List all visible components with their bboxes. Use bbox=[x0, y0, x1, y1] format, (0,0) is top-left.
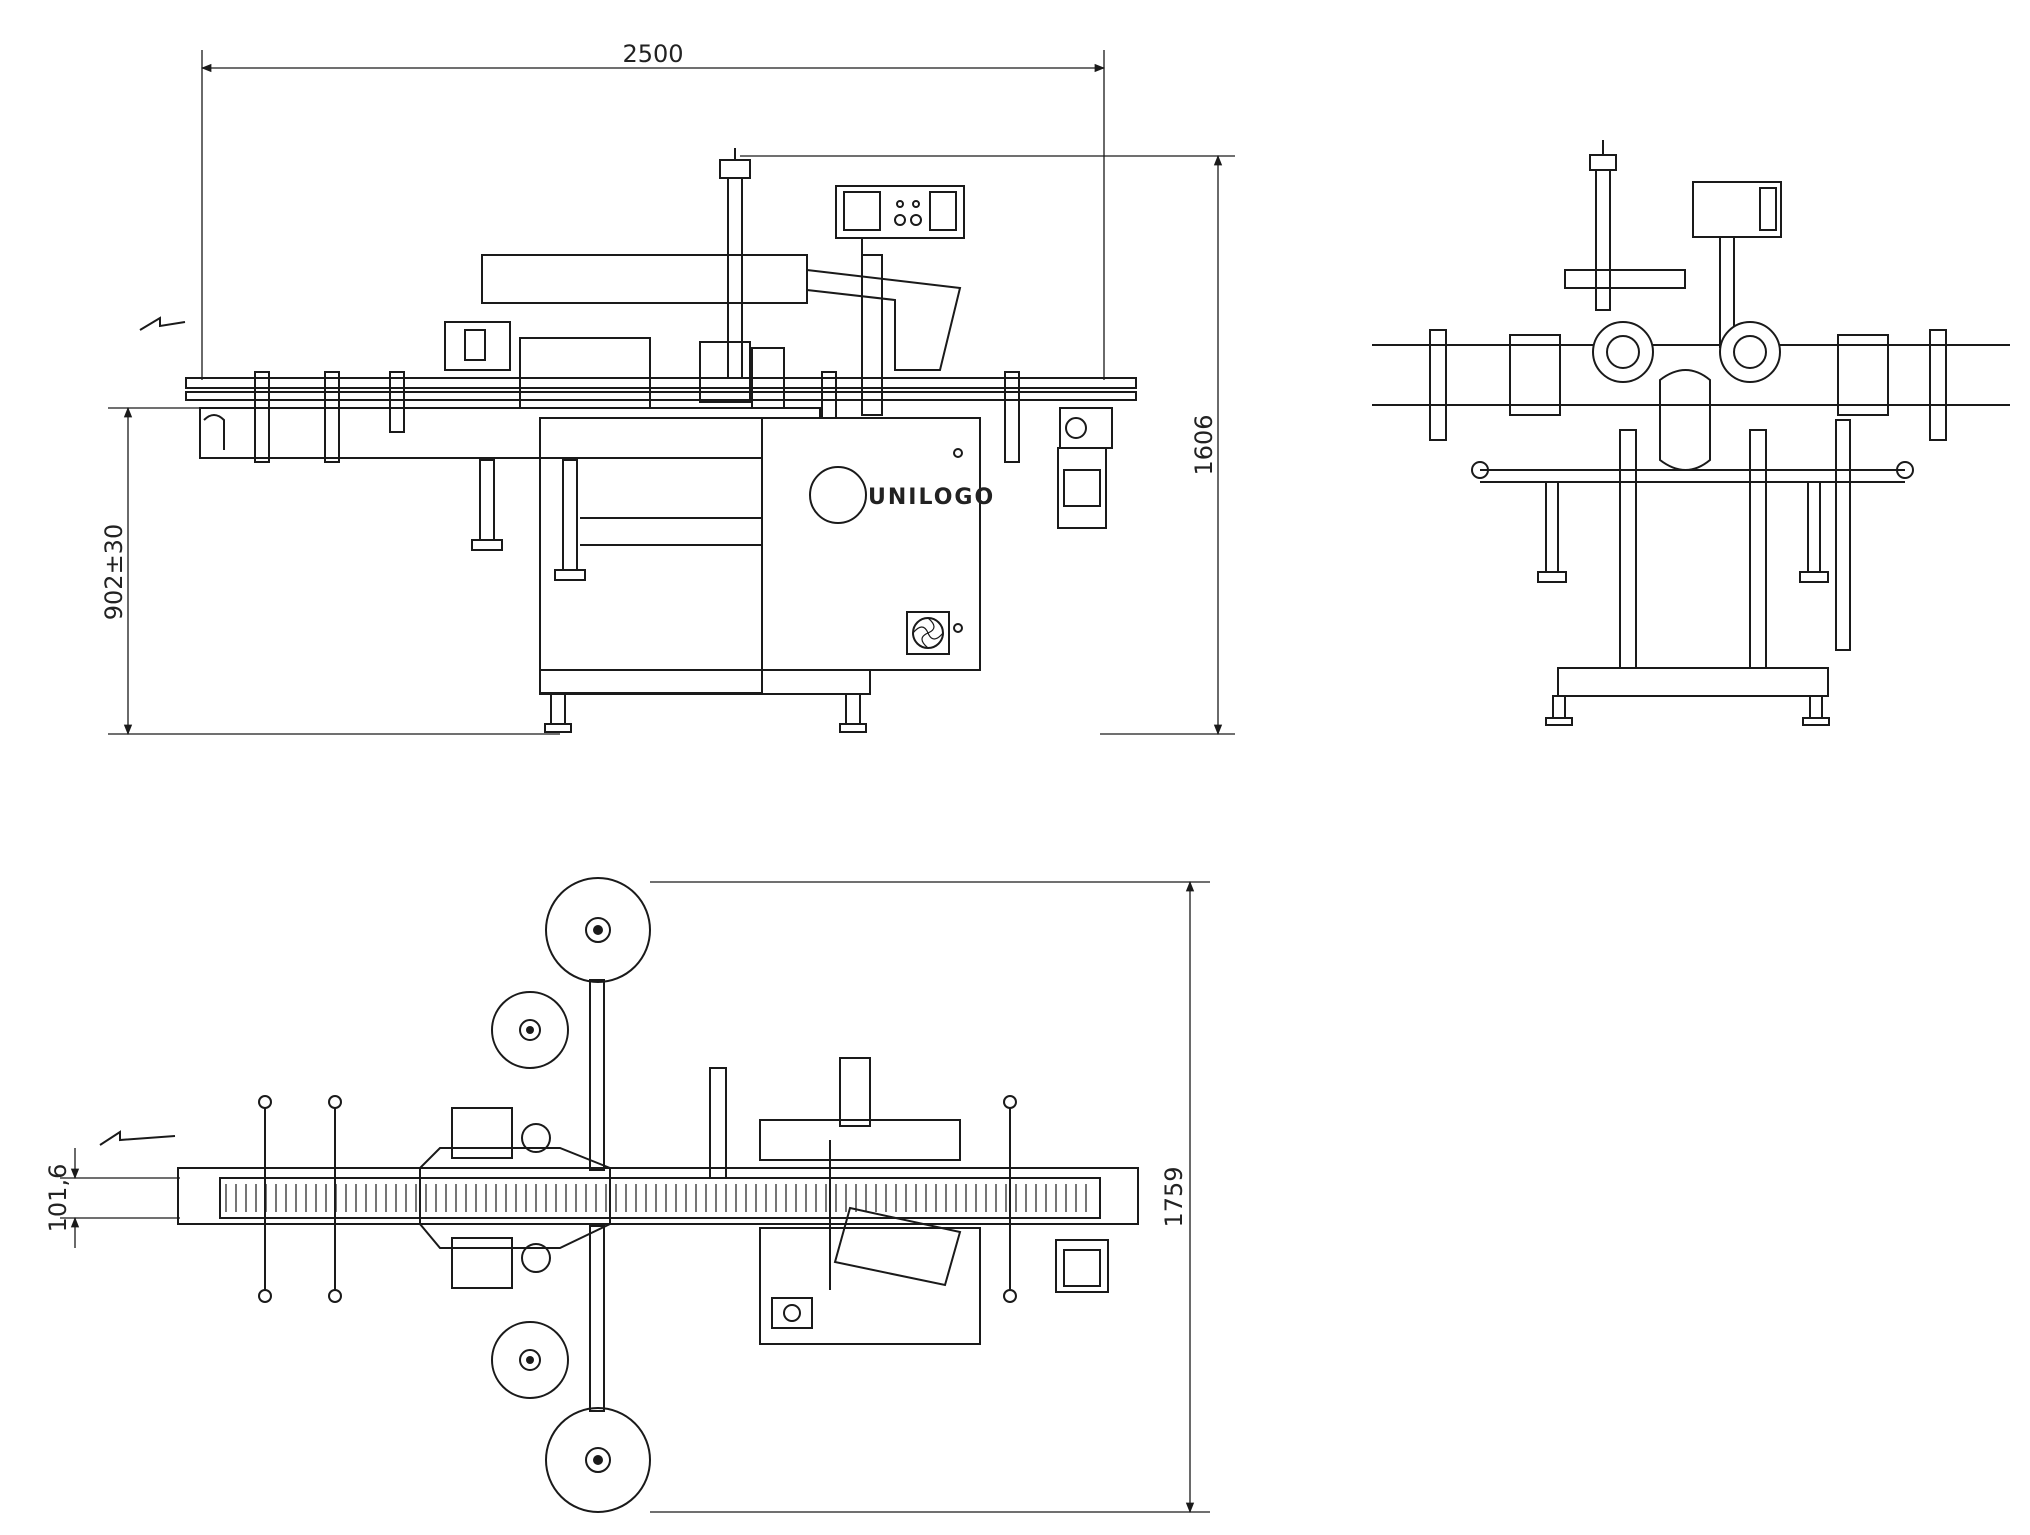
logo: UNILOGO bbox=[809, 466, 995, 524]
dimension-label-working-height: 902±30 bbox=[100, 524, 128, 620]
dimension-label-conveyor: 101,6 bbox=[44, 1164, 72, 1233]
label-reel-icon bbox=[491, 877, 651, 1513]
flow-direction-arrow-icon bbox=[139, 316, 186, 331]
dimension-overall-length: 2500 bbox=[200, 40, 1106, 380]
dimension-working-height: 902±30 bbox=[100, 406, 560, 736]
dimension-label-width: 1759 bbox=[1160, 1166, 1188, 1227]
dimension-label-length: 2500 bbox=[622, 40, 683, 68]
side-view bbox=[1372, 140, 2010, 726]
dimension-conveyor-width: 101,6 bbox=[44, 1148, 180, 1248]
dimension-overall-height: 1606 bbox=[740, 154, 1235, 736]
flow-direction-arrow-icon bbox=[99, 1130, 176, 1146]
front-view: 2500 1606 902±30 bbox=[100, 40, 1235, 736]
label-reel-icon bbox=[1592, 321, 1781, 383]
logo-text: UNILOGO bbox=[868, 485, 995, 510]
fan-vent-icon bbox=[906, 611, 950, 655]
dimension-label-height: 1606 bbox=[1190, 414, 1218, 475]
control-panel-icon bbox=[835, 185, 965, 255]
dimension-overall-width: 1759 bbox=[650, 880, 1210, 1514]
top-view: 1759 101,6 bbox=[44, 877, 1210, 1514]
